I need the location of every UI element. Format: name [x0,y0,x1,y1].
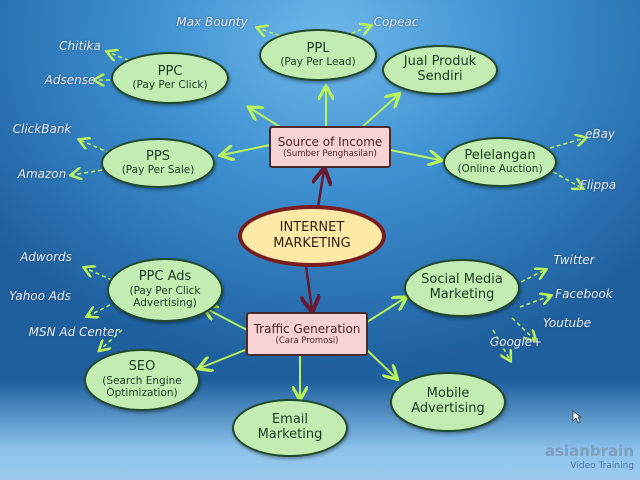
traffic-generation-node[interactable]: Traffic Generation (Cara Promosi) [246,312,368,356]
pelelangan-title: Pelelangan [464,147,536,163]
arrow-center-to-source [318,170,324,208]
email-title: Email [271,412,309,428]
arrow-center-to-traffic [306,265,312,310]
ppc-subtitle: (Pay Per Click) [132,79,208,92]
ppcads-subtitle2: Advertising) [133,297,197,310]
leaf-max-bounty: Max Bounty [176,15,248,29]
logo-tagline: Video Training [570,460,634,471]
mobile-title: Mobile [426,386,470,402]
pps-title: PPS [146,148,170,164]
mobile-subtitle: Advertising [411,401,485,416]
leaf-youtube: Youtube [542,316,592,330]
leaf-adsense: Adsense [44,73,96,87]
social-subtitle: Marketing [429,287,495,302]
ppl-subtitle: (Pay Per Lead) [280,56,356,69]
leaf-chitika: Chitika [59,39,101,53]
logo-name: asianbrain [544,442,634,460]
email-subtitle: Marketing [257,427,323,442]
source-subtitle: (Sumber Penghasilan) [283,149,377,159]
leaf-copeac: Copeac [373,15,419,29]
ppcads-title: PPC Ads [138,269,192,285]
pps-subtitle: (Pay Per Sale) [121,164,195,177]
leaf-google-plus: Google+ [489,335,543,349]
jual-subtitle: Sendiri [417,69,463,84]
ppc-title: PPC [157,63,183,79]
leaf-clickbank: ClickBank [12,122,72,136]
seo-title: SEO [128,359,156,375]
center-line2: MARKETING [273,236,351,251]
ppl-title: PPL [306,40,330,56]
pelelangan-subtitle: (Online Auction) [457,163,543,176]
pelelangan-node[interactable]: Pelelangan(Online Auction) [443,137,557,187]
source-of-income-node[interactable]: Source of Income (Sumber Penghasilan) [269,126,391,168]
social-title: Social Media [421,272,503,288]
leaf-twitter: Twitter [553,253,595,267]
leaf-flippa: Flippa [579,178,617,192]
leaf-adwords: Adwords [20,250,72,264]
ppl-node[interactable]: PPL(Pay Per Lead) [259,29,377,81]
internet-marketing-node[interactable]: INTERNET MARKETING [238,205,386,267]
source-title: Source of Income [277,135,383,149]
ppc-node[interactable]: PPC(Pay Per Click) [111,52,229,104]
traffic-subtitle: (Cara Promosi) [275,336,339,346]
leaf-ebay: eBay [584,127,616,141]
ppcads-subtitle: (Pay Per Click [129,285,201,298]
jual-title: Jual Produk [403,54,477,70]
leaf-msn-ad-center: MSN Ad Center [28,325,120,339]
seo-subtitle2: Optimization) [106,387,178,400]
leaf-facebook: Facebook [555,287,613,301]
mouse-cursor-icon [572,410,582,424]
center-line1: INTERNET [279,219,345,235]
traffic-title: Traffic Generation [253,322,361,336]
pps-node[interactable]: PPS(Pay Per Sale) [101,138,215,188]
leaf-amazon: Amazon [17,167,67,181]
leaf-yahoo-ads: Yahoo Ads [9,289,71,303]
seo-subtitle: (Search Engine [102,375,182,388]
